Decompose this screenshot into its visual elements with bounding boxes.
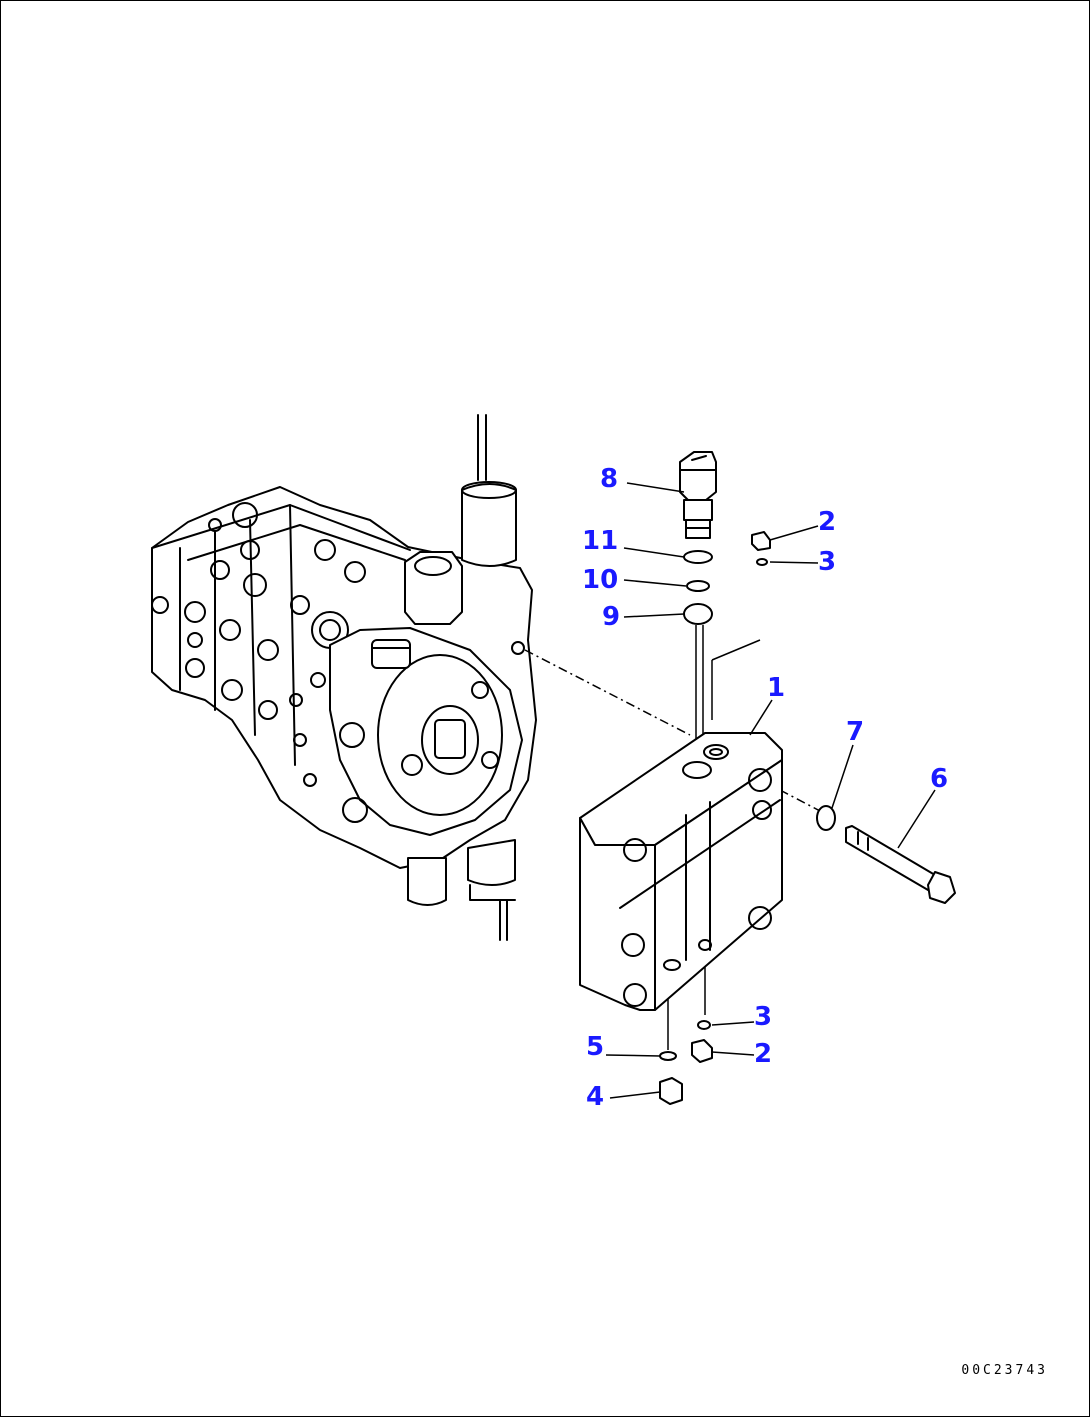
small-parts: [659, 531, 956, 1105]
document-number: 00C23743: [961, 1363, 1048, 1378]
callout-1: 1: [767, 673, 785, 703]
callout-labels: 8 2 11 3 10 9 1 7 6 3 5 2 4: [582, 464, 948, 1112]
callout-6: 6: [930, 764, 948, 794]
callout-5: 5: [586, 1032, 604, 1062]
callout-11: 11: [582, 526, 618, 556]
callout-2-bottom: 2: [754, 1039, 772, 1069]
leader-lines: [605, 482, 936, 1099]
callout-10: 10: [582, 565, 618, 595]
callout-2-top: 2: [818, 507, 836, 537]
callout-7: 7: [846, 717, 864, 747]
callout-3-bottom: 3: [754, 1002, 772, 1032]
callout-8: 8: [600, 464, 618, 494]
part-8-cartridge: [679, 451, 717, 539]
callout-9: 9: [602, 602, 620, 632]
part-1-block: [579, 732, 783, 1011]
control-valve-assembly: [151, 414, 537, 941]
assembly-centerlines: [524, 625, 823, 1050]
callout-3-top: 3: [818, 547, 836, 577]
callout-4: 4: [586, 1082, 604, 1112]
